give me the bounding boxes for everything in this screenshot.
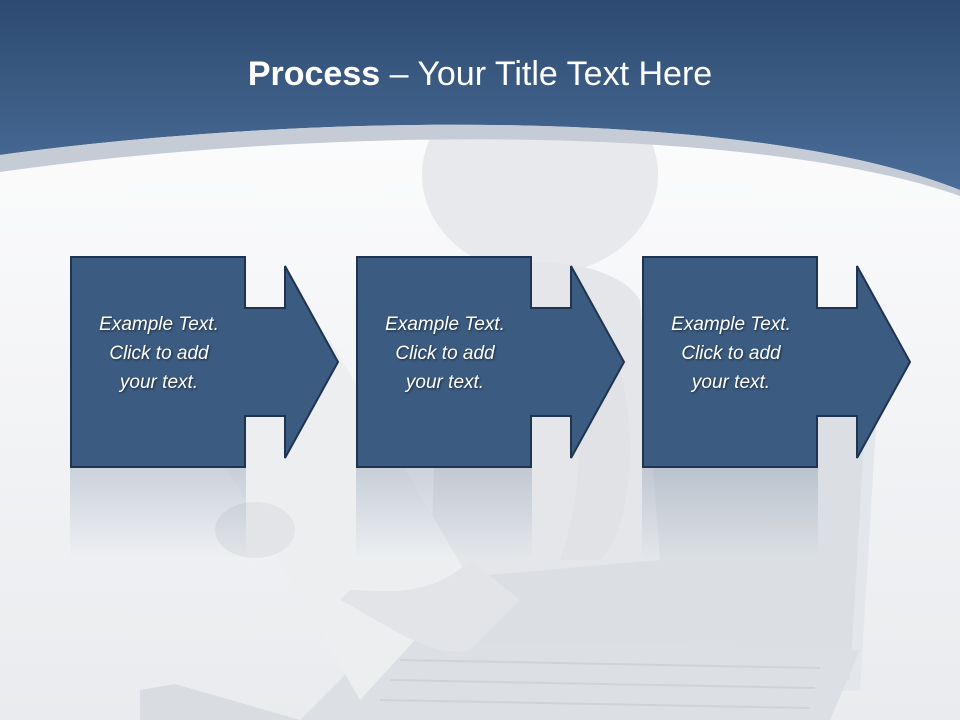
step-text[interactable]: Example Text. Click to add your text.: [671, 314, 791, 393]
process-step-1[interactable]: Example Text. Click to add your text.: [70, 256, 342, 558]
page-title[interactable]: Process – Your Title Text Here: [0, 52, 960, 96]
title-rest: – Your Title Text Here: [380, 55, 713, 93]
header-band: [0, 0, 960, 196]
header-swoosh: [0, 124, 960, 196]
step-arrow-shape: [642, 256, 912, 468]
step-text[interactable]: Example Text. Click to add your text.: [385, 314, 505, 393]
step-reflection: [70, 468, 246, 558]
step-text[interactable]: Example Text. Click to add your text.: [99, 314, 219, 393]
step-arrow-shape: [356, 256, 626, 468]
title-strong: Process: [247, 55, 381, 93]
process-step-2[interactable]: Example Text. Click to add your text.: [356, 256, 628, 558]
step-reflection: [642, 468, 818, 558]
step-arrow-shape: [70, 256, 340, 468]
step-reflection: [356, 468, 532, 558]
process-step-3[interactable]: Example Text. Click to add your text.: [642, 256, 914, 558]
